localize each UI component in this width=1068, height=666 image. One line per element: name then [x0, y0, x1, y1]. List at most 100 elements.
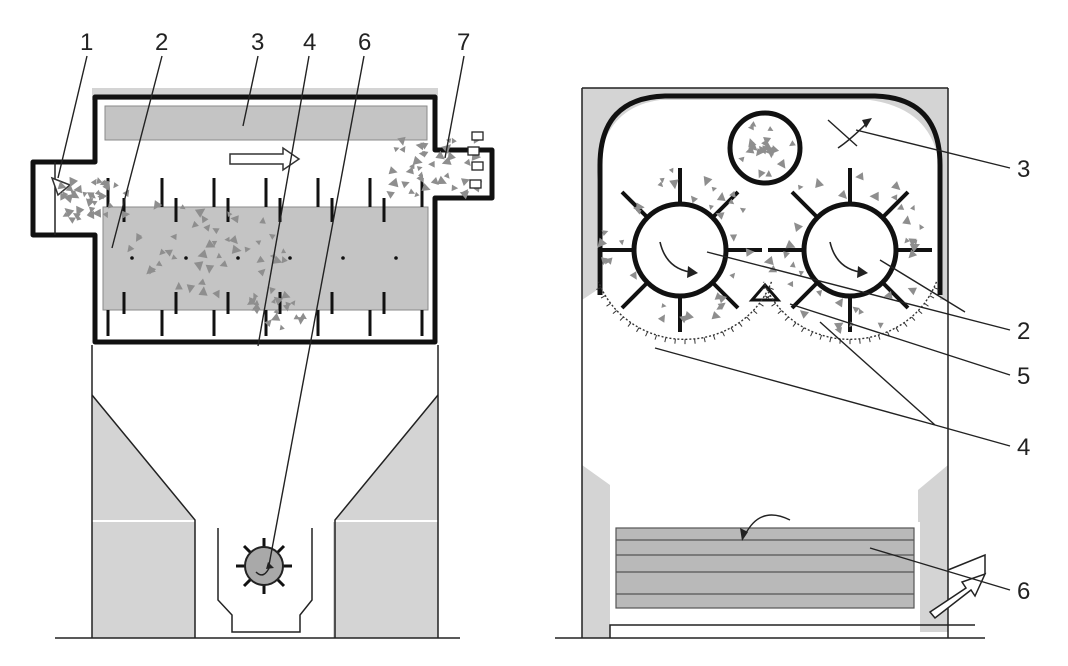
particle	[416, 166, 423, 172]
screen-tooth	[636, 327, 640, 333]
particle	[461, 178, 470, 186]
particle	[421, 183, 431, 191]
particle	[269, 233, 276, 240]
right-diagram: 3 2 5 4 6	[555, 87, 1030, 639]
particle	[855, 172, 864, 181]
particle	[852, 306, 860, 314]
particle	[785, 239, 796, 249]
particle	[762, 142, 773, 151]
particle	[451, 184, 459, 192]
left-hopper-line-right	[334, 394, 439, 638]
particle	[282, 304, 290, 312]
particle	[64, 208, 75, 218]
particle	[908, 249, 918, 259]
particle	[73, 184, 82, 194]
particle	[443, 172, 450, 179]
screen-arc	[762, 281, 938, 340]
particle	[205, 264, 215, 274]
particle	[231, 244, 242, 254]
particle	[908, 238, 917, 247]
particle	[414, 191, 420, 198]
drum-blade	[881, 281, 910, 310]
particle	[159, 248, 166, 256]
right-outlet-arrow-icon	[928, 572, 987, 620]
drum-rotation-head	[687, 266, 698, 278]
particle	[399, 146, 406, 153]
right-callouts: 3 2 5 4 6	[1017, 156, 1030, 605]
left-particles	[57, 136, 483, 331]
particle	[249, 297, 257, 305]
left-callout-1: 1	[80, 29, 93, 56]
particle	[401, 181, 410, 189]
particle	[661, 303, 667, 308]
particle	[428, 160, 435, 168]
left-callouts: 1 2 3 4 6 7	[80, 29, 470, 56]
screen-tooth	[903, 322, 908, 327]
particle	[767, 151, 775, 159]
screen-tooth	[761, 287, 767, 290]
particle	[601, 230, 609, 236]
screen-tooth	[924, 302, 929, 307]
particle	[597, 237, 607, 248]
particle	[388, 177, 399, 188]
particle	[657, 181, 664, 188]
particle	[194, 208, 206, 218]
particle	[794, 222, 803, 232]
screen-tooth	[627, 322, 632, 327]
right-screen-arcs	[596, 281, 939, 345]
particle	[121, 210, 131, 219]
particle	[669, 179, 679, 190]
particle	[88, 206, 96, 214]
particle	[102, 211, 108, 219]
right-callout-4: 4	[1017, 434, 1030, 461]
screen-tooth	[746, 316, 751, 321]
particle	[102, 182, 110, 191]
screen-tooth	[829, 337, 832, 343]
particle	[82, 191, 88, 198]
particle	[164, 249, 173, 257]
particle	[412, 155, 423, 165]
particle	[257, 268, 266, 277]
particle	[716, 304, 723, 310]
drum-rotation-icon	[829, 241, 861, 273]
drum-blade	[881, 190, 910, 219]
particle	[772, 145, 780, 154]
particle	[435, 150, 445, 160]
right-particles	[597, 121, 925, 334]
particle	[229, 235, 238, 245]
particle	[890, 194, 898, 201]
particle	[409, 163, 415, 169]
particle	[69, 178, 75, 184]
particle	[789, 261, 796, 268]
screen-tooth	[819, 334, 823, 340]
particle	[897, 203, 905, 210]
particle	[386, 191, 395, 199]
particle	[715, 212, 725, 220]
particle	[107, 201, 114, 209]
right-callout-6: 6	[1017, 578, 1030, 605]
screen-tooth	[792, 322, 797, 327]
particle	[618, 239, 625, 246]
left-bottom-block-right	[333, 522, 438, 638]
particle	[198, 286, 208, 296]
particle	[416, 174, 424, 183]
left-callout-4: 4	[303, 29, 316, 56]
particle	[72, 213, 81, 220]
particle	[299, 312, 307, 320]
screen-tooth	[801, 327, 805, 333]
left-callout-3: 3	[251, 29, 264, 56]
screen-tooth	[612, 310, 617, 315]
particle	[684, 311, 694, 322]
right-divider-triangle	[748, 282, 782, 302]
particle	[436, 175, 447, 185]
particle	[834, 327, 842, 334]
particle	[750, 121, 757, 127]
particle	[798, 270, 804, 277]
screen-tooth	[703, 337, 706, 343]
particle	[290, 300, 296, 306]
right-filter-flow-arrow-icon	[744, 514, 791, 536]
particle	[758, 169, 766, 179]
particle	[787, 281, 794, 288]
right-bottom-tray	[609, 624, 975, 638]
